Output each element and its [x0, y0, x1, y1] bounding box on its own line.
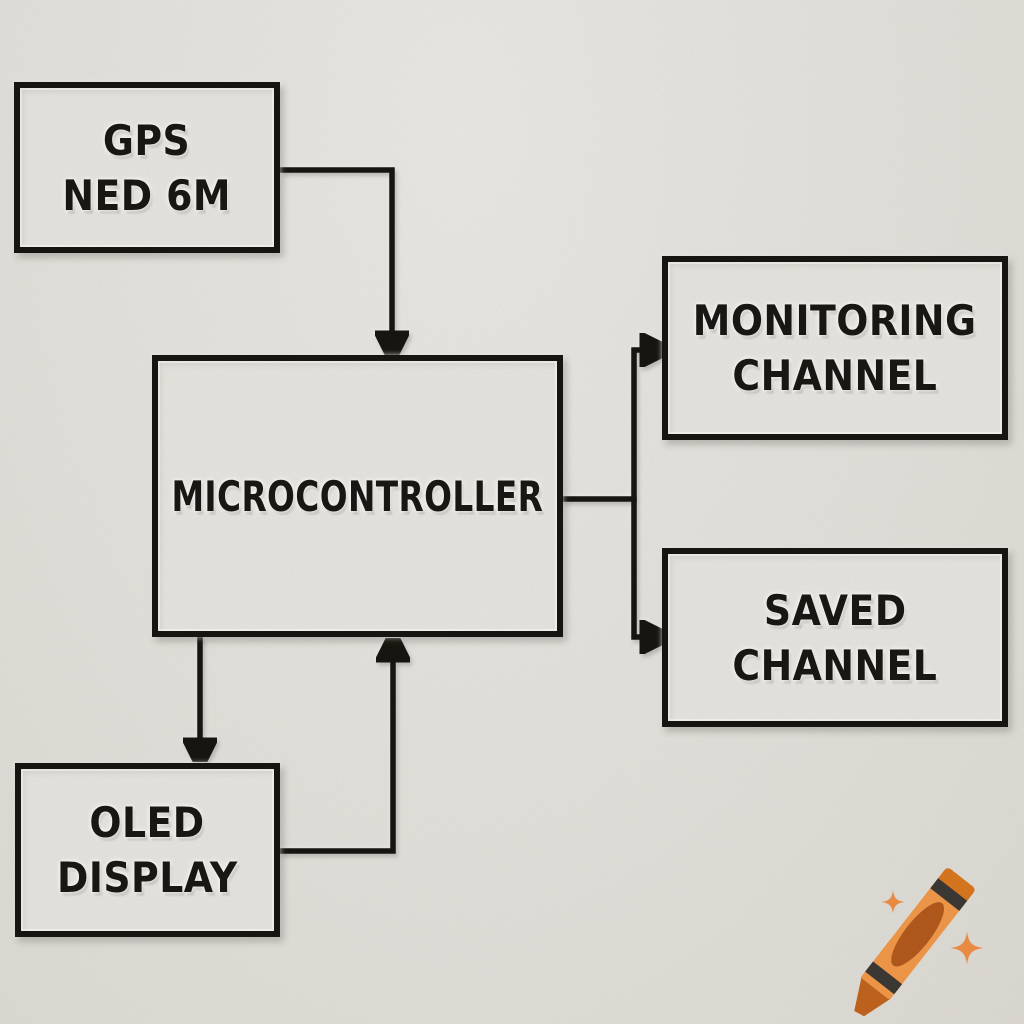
node-saved-channel: SAVED CHANNEL	[662, 548, 1008, 727]
node-monitoring-channel: MONITORING CHANNEL	[662, 256, 1008, 440]
node-microcontroller-label: MICROCONTROLLER	[171, 471, 544, 521]
edge-microcontroller-to-saved	[631, 497, 642, 637]
node-oled-display: OLED DISPLAY	[15, 763, 280, 937]
node-gps-label-line2: NED 6M	[62, 170, 232, 220]
node-saved-label-line1: SAVED	[763, 585, 907, 635]
node-monitoring-label-line2: CHANNEL	[732, 351, 938, 400]
edge-microcontroller-to-monitoring	[560, 350, 642, 502]
node-oled-label-line1: OLED	[89, 798, 206, 847]
node-oled-label-line2: DISPLAY	[57, 853, 238, 902]
node-microcontroller: MICROCONTROLLER	[152, 355, 563, 637]
node-gps: GPS NED 6M	[14, 82, 280, 253]
node-gps-label-line1: GPS	[103, 115, 191, 165]
edge-gps-to-microcontroller	[280, 167, 392, 333]
node-monitoring-label-line1: MONITORING	[693, 296, 977, 345]
edge-oled-to-microcontroller	[278, 660, 393, 854]
node-saved-label-line2: CHANNEL	[732, 640, 938, 690]
